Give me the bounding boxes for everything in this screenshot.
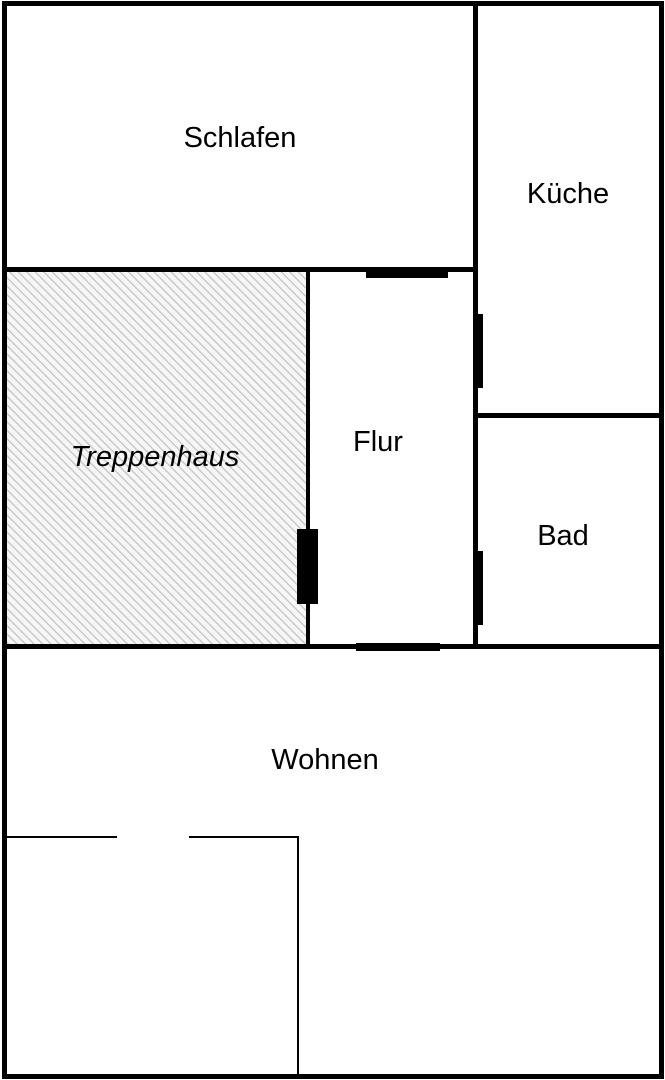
- wall-schlafen-bottom: [2, 267, 478, 272]
- wall-abstell-right: [297, 836, 299, 1076]
- outer-wall-right: [659, 1, 664, 1079]
- outer-wall-bottom: [2, 1074, 664, 1079]
- wall-abstell-top-right: [189, 836, 299, 838]
- doors: [297, 270, 483, 651]
- door-flur-treppenhaus[interactable]: [297, 529, 318, 604]
- wall-abstell-top-left: [6, 836, 117, 838]
- wall-kueche-bad: [473, 413, 664, 418]
- label-bad: Bad: [537, 520, 589, 552]
- label-schlafen: Schlafen: [184, 122, 297, 154]
- door-flur-bad[interactable]: [475, 551, 483, 625]
- wall-treppenhaus-flur: [306, 267, 310, 649]
- door-flur-schlafen[interactable]: [366, 270, 448, 278]
- label-flur: Flur: [353, 426, 403, 458]
- room-flur[interactable]: [310, 272, 473, 644]
- label-wohnen: Wohnen: [271, 744, 379, 776]
- label-treppenhaus: Treppenhaus: [71, 441, 240, 473]
- room-abstellraum[interactable]: [8, 839, 297, 1075]
- outer-wall-left: [2, 1, 7, 1079]
- wall-wohnen-top: [2, 644, 664, 649]
- treppenhaus-hatch: [6, 272, 306, 644]
- outer-wall-top: [2, 1, 664, 6]
- label-kueche: Küche: [527, 178, 609, 210]
- door-flur-kueche[interactable]: [475, 314, 483, 388]
- door-flur-wohnen[interactable]: [356, 643, 440, 651]
